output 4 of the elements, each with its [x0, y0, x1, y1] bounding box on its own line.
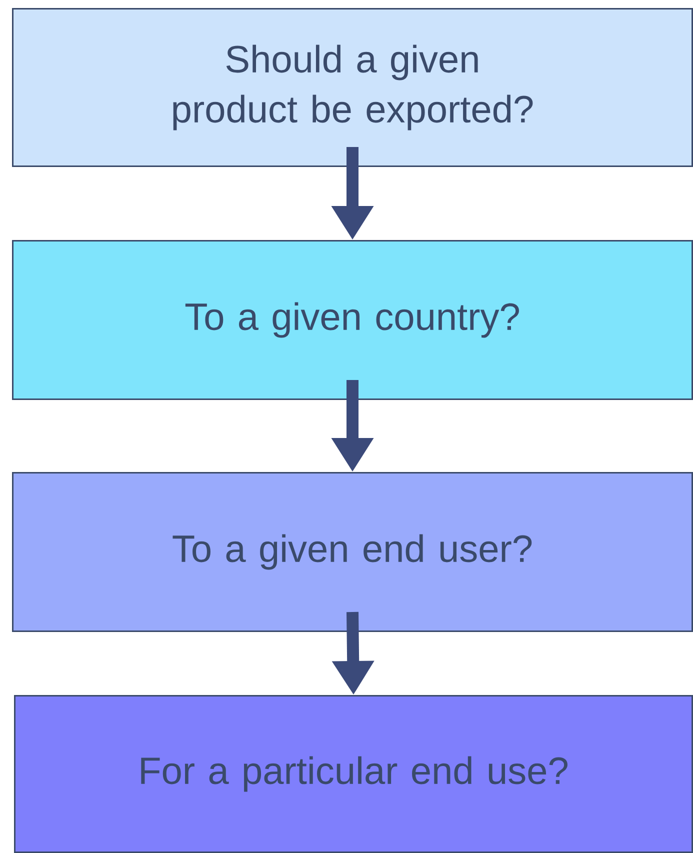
- question-box: To a given country?: [12, 240, 693, 400]
- question-box: For a particular end use?: [14, 695, 693, 853]
- question-box: Should a given product be exported?: [12, 8, 693, 167]
- question-box: To a given end user?: [12, 472, 693, 632]
